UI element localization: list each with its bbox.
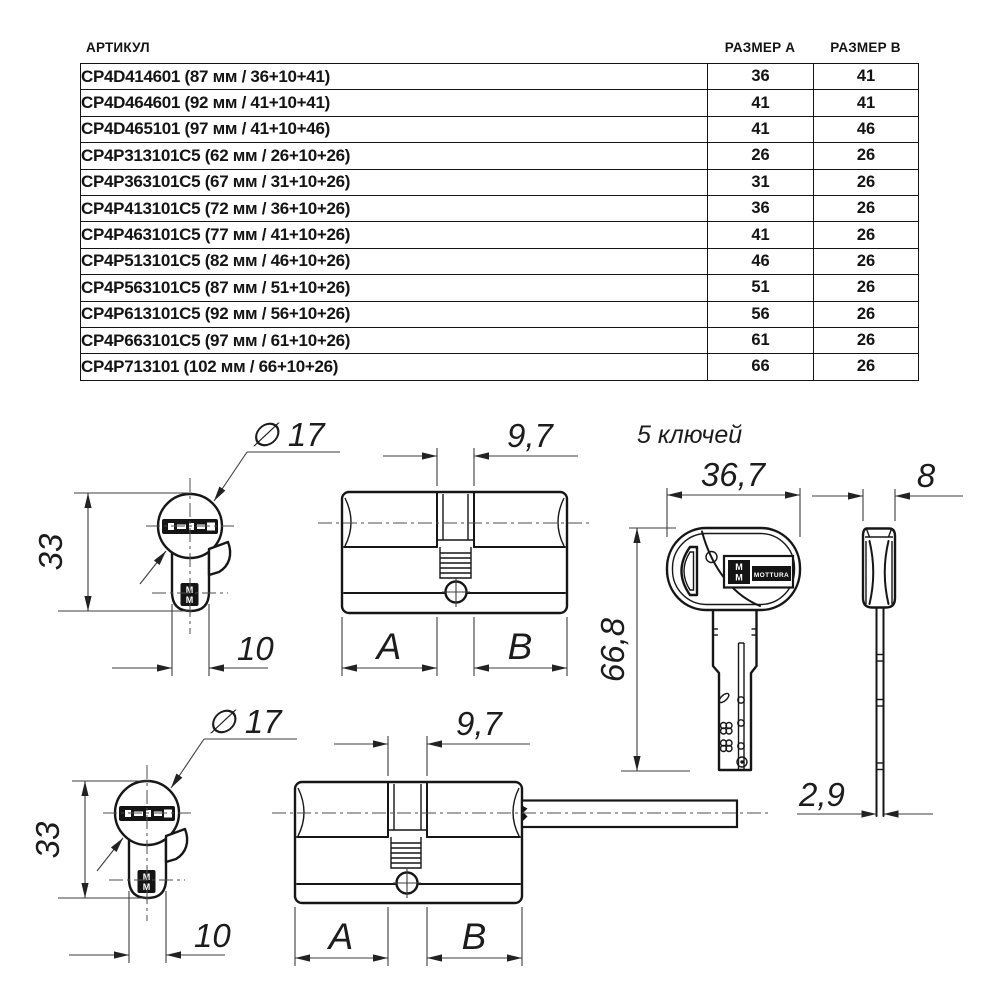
dimension-label-diameter: ∅ 17 bbox=[207, 703, 283, 740]
dimension-label-head-width: 36,7 bbox=[701, 456, 767, 493]
article-cell: CP4P563101C5 (87 мм / 51+10+26) bbox=[80, 274, 708, 302]
size-b-cell: 26 bbox=[813, 300, 919, 328]
article-cell: CP4P713101 (102 мм / 66+10+26) bbox=[80, 353, 708, 381]
column-header-size-a: РАЗМЕР А bbox=[724, 40, 796, 55]
cylinder-front-view-top: M M ∅ 17 10 33 bbox=[32, 416, 340, 676]
article-cell: CP4P463101C5 (77 мм / 41+10+26) bbox=[80, 221, 708, 249]
mottura-logo-glyph: M bbox=[735, 573, 743, 583]
dimension-label-side-width: 8 bbox=[917, 457, 936, 494]
mottura-monogram-badge bbox=[137, 870, 156, 893]
technical-drawings: M M ∅ 17 10 33 bbox=[29, 416, 963, 966]
size-a-cell: 36 bbox=[707, 194, 814, 223]
tail-rod bbox=[520, 799, 739, 829]
dimension-label-cam-width: 9,7 bbox=[456, 705, 504, 742]
size-b-cell: 26 bbox=[813, 142, 919, 170]
article-cell: CP4P663101C5 (97 мм / 61+10+26) bbox=[80, 326, 708, 355]
dimension-label-diameter: ∅ 17 bbox=[250, 416, 326, 453]
dimension-label-b: B bbox=[508, 626, 533, 667]
dimension-label-key-length: 66,8 bbox=[594, 617, 631, 682]
size-a-cell: 36 bbox=[707, 62, 814, 91]
article-cell: CP4D414601 (87 мм / 36+10+41) bbox=[80, 62, 708, 91]
size-a-cell: 41 bbox=[707, 89, 814, 117]
dimension-label-width: 10 bbox=[194, 917, 231, 954]
key-side-view: 8 2,9 bbox=[797, 457, 963, 818]
column-header-article: АРТИКУЛ bbox=[86, 40, 150, 55]
dimension-label-cam-width: 9,7 bbox=[507, 417, 555, 454]
size-a-cell: 46 bbox=[707, 247, 814, 276]
cylinder-side-view-top: 9,7 A B bbox=[318, 417, 592, 676]
article-cell: CP4D464601 (92 мм / 41+10+41) bbox=[80, 89, 708, 117]
size-a-cell: 61 bbox=[707, 326, 814, 355]
size-a-cell: 66 bbox=[707, 353, 814, 381]
dimension-label-width: 10 bbox=[237, 630, 274, 667]
size-a-cell: 51 bbox=[707, 274, 814, 302]
key-front-view: 5 ключей M bbox=[594, 421, 802, 772]
size-a-cell: 41 bbox=[707, 115, 814, 144]
mottura-logo-glyph: M bbox=[735, 562, 743, 572]
mottura-logo-glyph: M bbox=[143, 882, 151, 892]
size-b-cell: 41 bbox=[813, 62, 919, 91]
size-b-cell: 46 bbox=[813, 115, 919, 144]
brand-label: MOTTURA bbox=[754, 572, 789, 579]
size-b-cell: 26 bbox=[813, 353, 919, 381]
article-cell: CP4P313101C5 (62 мм / 26+10+26) bbox=[80, 142, 708, 170]
mottura-monogram-badge bbox=[180, 583, 199, 606]
size-b-cell: 41 bbox=[813, 89, 919, 117]
size-a-cell: 56 bbox=[707, 300, 814, 328]
article-cell: CP4D465101 (97 мм / 41+10+46) bbox=[80, 115, 708, 144]
size-b-cell: 26 bbox=[813, 168, 919, 196]
dimension-label-a: A bbox=[375, 626, 402, 667]
size-a-cell: 26 bbox=[707, 142, 814, 170]
dimension-label-height: 33 bbox=[32, 533, 69, 570]
size-a-cell: 31 bbox=[707, 168, 814, 196]
mottura-logo-glyph: M bbox=[186, 595, 194, 605]
size-b-cell: 26 bbox=[813, 221, 919, 249]
size-a-cell: 41 bbox=[707, 221, 814, 249]
size-b-cell: 26 bbox=[813, 194, 919, 223]
article-cell: CP4P613101C5 (92 мм / 56+10+26) bbox=[80, 300, 708, 328]
dimension-label-height: 33 bbox=[29, 821, 66, 858]
article-cell: CP4P413101C5 (72 мм / 36+10+26) bbox=[80, 194, 708, 223]
cylinder-side-view-bottom-with-rod: 9,7 A B bbox=[272, 705, 768, 966]
column-header-size-b: РАЗМЕР В bbox=[830, 40, 901, 55]
size-b-cell: 26 bbox=[813, 274, 919, 302]
dimension-label-a: A bbox=[327, 916, 354, 957]
size-b-cell: 26 bbox=[813, 247, 919, 276]
dimension-label-blade-thickness: 2,9 bbox=[798, 776, 845, 813]
size-b-cell: 26 bbox=[813, 326, 919, 355]
dimension-label-b: B bbox=[462, 916, 487, 957]
article-cell: CP4P513101C5 (82 мм / 46+10+26) bbox=[80, 247, 708, 276]
article-cell: CP4P363101C5 (67 мм / 31+10+26) bbox=[80, 168, 708, 196]
cylinder-front-view-bottom: M M ∅ 17 10 33 bbox=[29, 703, 297, 963]
key-count-label: 5 ключей bbox=[637, 421, 742, 449]
